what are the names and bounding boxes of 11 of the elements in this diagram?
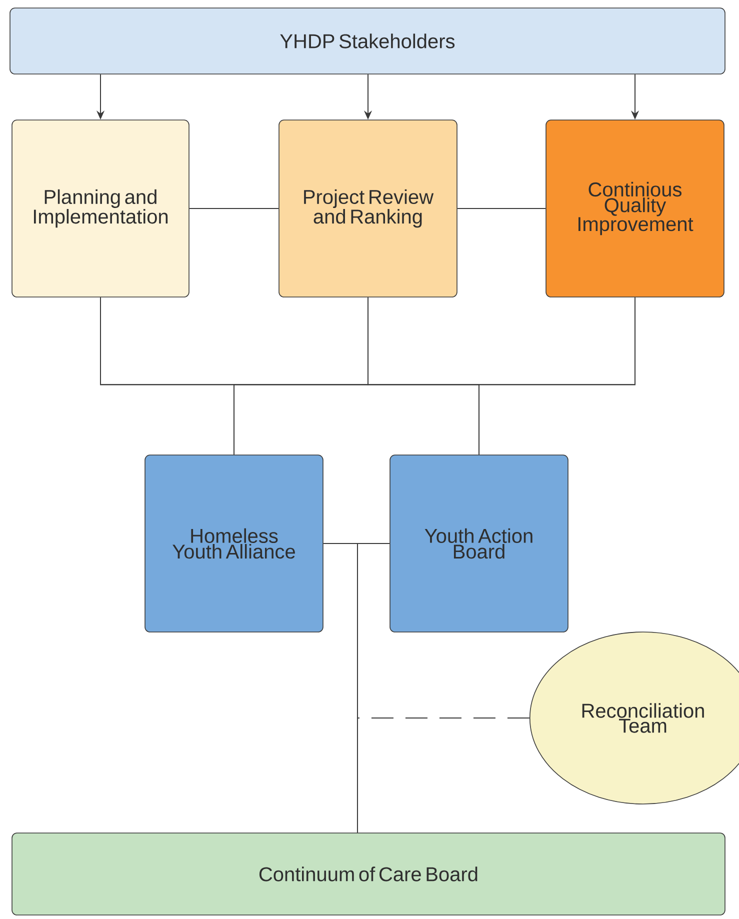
process-box: YHDP Stakeholders <box>10 8 726 74</box>
process-box: Homeless Youth Alliance <box>144 454 324 632</box>
connector-line <box>357 718 530 834</box>
process-box: Youth Action Board <box>390 454 568 632</box>
connector-line <box>456 208 546 209</box>
process-box: Continious Quality Improvement <box>546 120 724 298</box>
process-box: Continuum of Care Board <box>12 832 726 916</box>
process-box: Project Review and Ranking <box>278 120 458 298</box>
connector-line <box>478 296 636 456</box>
process-box: Planning and Implementation <box>12 120 190 298</box>
connector-line <box>188 208 280 209</box>
